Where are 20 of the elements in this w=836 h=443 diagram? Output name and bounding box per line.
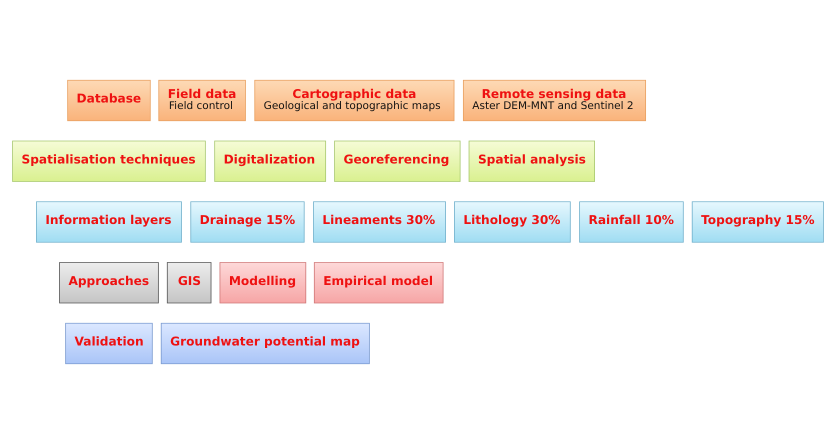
node-box: Information layers [36,200,182,242]
node-box: Cartographic data Geological and topographic maps [254,79,454,121]
node-box: Groundwater potential map [160,322,370,364]
node-box: Spatialisation techniques [12,140,206,182]
node-box: Field data Field control [158,79,246,121]
node-box: Empirical model [314,262,444,303]
node-box: Topography 15% [692,200,824,242]
node-box: Rainfall 10% [579,200,684,242]
node-box: Database [67,79,151,121]
node-box: Validation [65,322,153,364]
node-box: Spatial analysis [468,140,595,182]
node-box: Digitalization [214,140,326,182]
node-box: Georeferencing [334,140,461,182]
node-box: Drainage 15% [190,200,305,242]
node-box: Lineaments 30% [313,200,446,242]
node-box: GIS [166,262,212,303]
node-box: Modelling [220,262,306,303]
node-box: Approaches [59,262,159,303]
node-box: Remote sensing data Aster DEM-MNT and Sentinel 2 [462,79,646,121]
node-box: Lithology 30% [454,200,571,242]
